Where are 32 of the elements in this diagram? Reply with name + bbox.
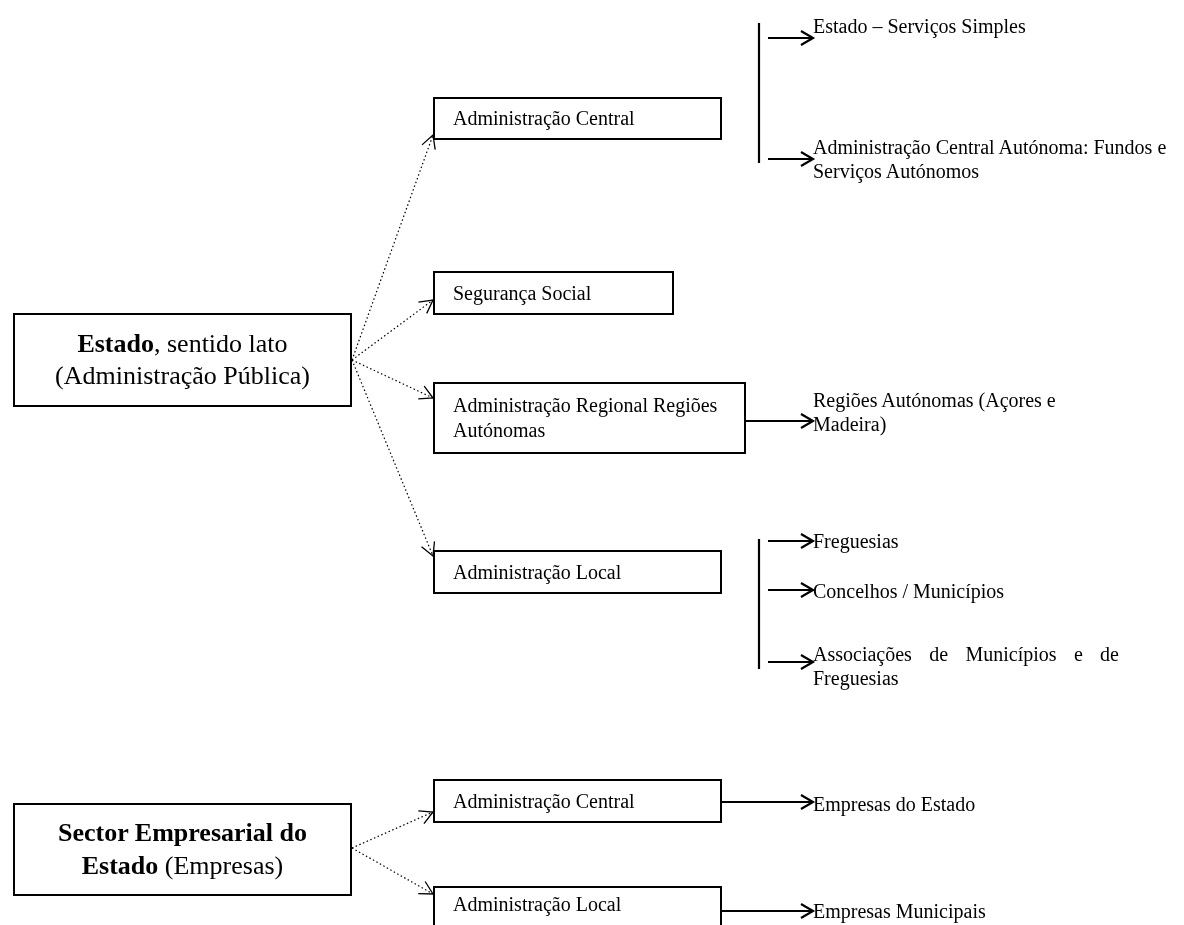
category-box	[433, 886, 722, 925]
category-box	[13, 803, 352, 896]
item-text: Associações de Municípios e de Freguesias	[813, 643, 1119, 689]
category-box	[433, 97, 722, 140]
arrow	[767, 29, 815, 47]
category-box	[13, 313, 352, 407]
item-text: Estado – Serviços Simples	[813, 15, 1026, 37]
item-text: Empresas Municipais	[813, 900, 986, 922]
arrow	[721, 902, 815, 920]
arrow	[745, 412, 815, 430]
item-text: Empresas do Estado	[813, 793, 976, 815]
arrow	[767, 653, 815, 671]
item-text: Administração Central Autónoma: Fundos e Serviços Autónomos	[813, 136, 1167, 182]
node-label: Segurança Social	[453, 281, 592, 304]
node-label: Administração Local	[453, 893, 622, 915]
category-box	[433, 779, 722, 823]
node-label: Administração Central	[453, 107, 635, 129]
category-box	[433, 271, 674, 315]
node-label: Administração Local	[453, 560, 622, 583]
node-label: Sector Empresarial do Estado (Empresas)	[58, 818, 307, 880]
item-text: Regiões Autónomas (Açores e Madeira)	[813, 389, 1056, 435]
arrow	[721, 793, 815, 811]
item-text: Concelhos / Municípios	[813, 580, 1005, 602]
arrow	[767, 532, 815, 550]
item-text: Freguesias	[813, 530, 899, 552]
category-box	[433, 382, 746, 454]
category-box	[433, 550, 722, 594]
node-label: Administração Central	[453, 789, 635, 812]
arrow	[767, 581, 815, 599]
node-label: Administração Regional Regiões Autónomas	[453, 394, 718, 441]
arrow	[767, 150, 815, 168]
node-label: Estado, sentido lato (Administração Pública)	[55, 328, 310, 390]
